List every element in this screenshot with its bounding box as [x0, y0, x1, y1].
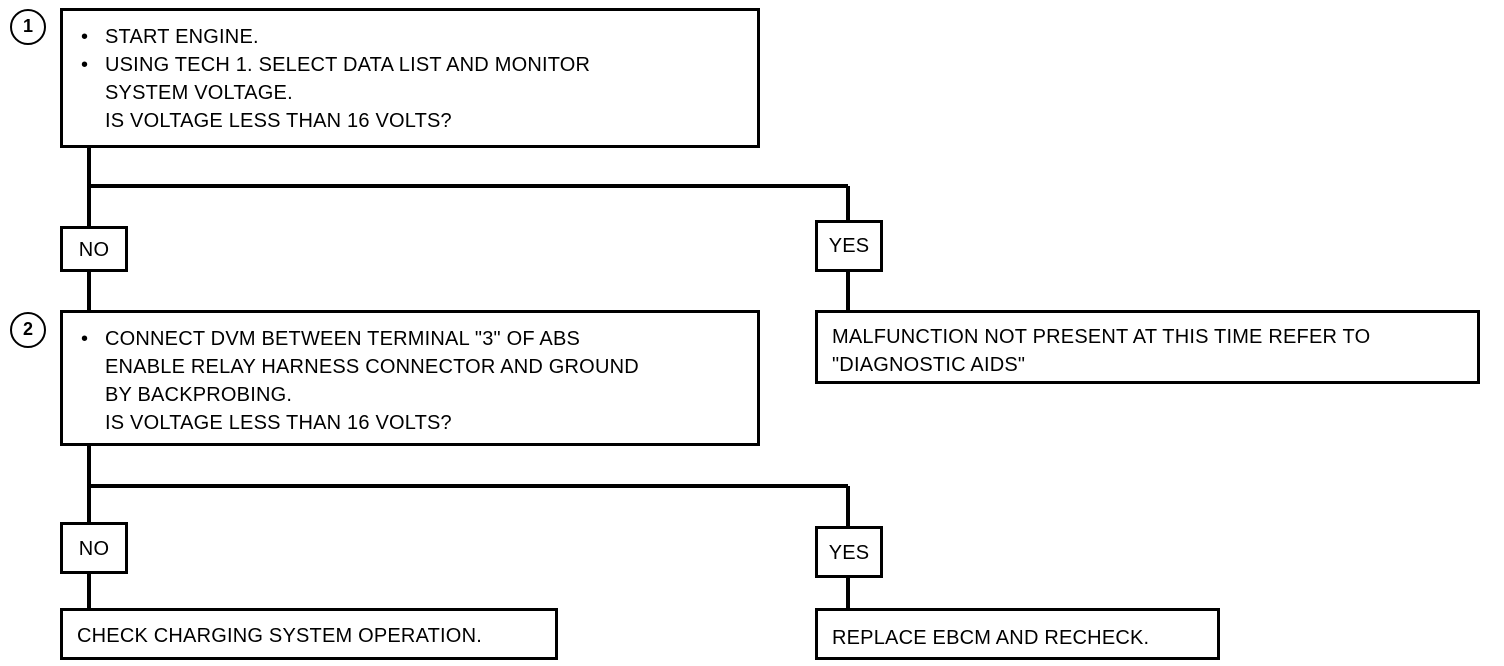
malfunction-result-box: MALFUNCTION NOT PRESENT AT THIS TIME REF…	[815, 310, 1480, 384]
step-1-bullets: START ENGINE. USING TECH 1. SELECT DATA …	[77, 23, 747, 107]
step-2-bullet: CONNECT DVM BETWEEN TERMINAL "3" OF ABS …	[77, 325, 660, 409]
step-1-box: START ENGINE. USING TECH 1. SELECT DATA …	[60, 8, 760, 148]
step-1-bullet: START ENGINE.	[77, 23, 747, 51]
replace-result-text: REPLACE EBCM AND RECHECK.	[832, 627, 1150, 649]
step-number-1: 1	[10, 9, 46, 45]
replace-result-box: REPLACE EBCM AND RECHECK.	[815, 608, 1220, 660]
step-number-1-text: 1	[22, 16, 33, 36]
step-2-no-text: NO	[78, 538, 110, 560]
step-1-yes-text: YES	[828, 235, 870, 257]
step-2-no-label: NO	[60, 522, 128, 574]
step-2-question: IS VOLTAGE LESS THAN 16 VOLTS?	[105, 412, 452, 434]
step-2-box: CONNECT DVM BETWEEN TERMINAL "3" OF ABS …	[60, 310, 760, 446]
step-1-no-label: NO	[60, 226, 128, 272]
step-number-2-text: 2	[22, 319, 33, 339]
charging-result-text: CHECK CHARGING SYSTEM OPERATION.	[77, 625, 482, 647]
step-1-yes-label: YES	[815, 220, 883, 272]
malfunction-result-text: MALFUNCTION NOT PRESENT AT THIS TIME REF…	[832, 326, 1371, 376]
charging-result-box: CHECK CHARGING SYSTEM OPERATION.	[60, 608, 558, 660]
step-2-yes-text: YES	[828, 542, 870, 564]
step-number-2: 2	[10, 312, 46, 348]
step-1-no-text: NO	[78, 239, 110, 261]
step-2-yes-label: YES	[815, 526, 883, 578]
step-1-question: IS VOLTAGE LESS THAN 16 VOLTS?	[105, 110, 452, 132]
step-2-bullets: CONNECT DVM BETWEEN TERMINAL "3" OF ABS …	[77, 325, 747, 409]
step-1-bullet: USING TECH 1. SELECT DATA LIST AND MONIT…	[77, 51, 665, 107]
